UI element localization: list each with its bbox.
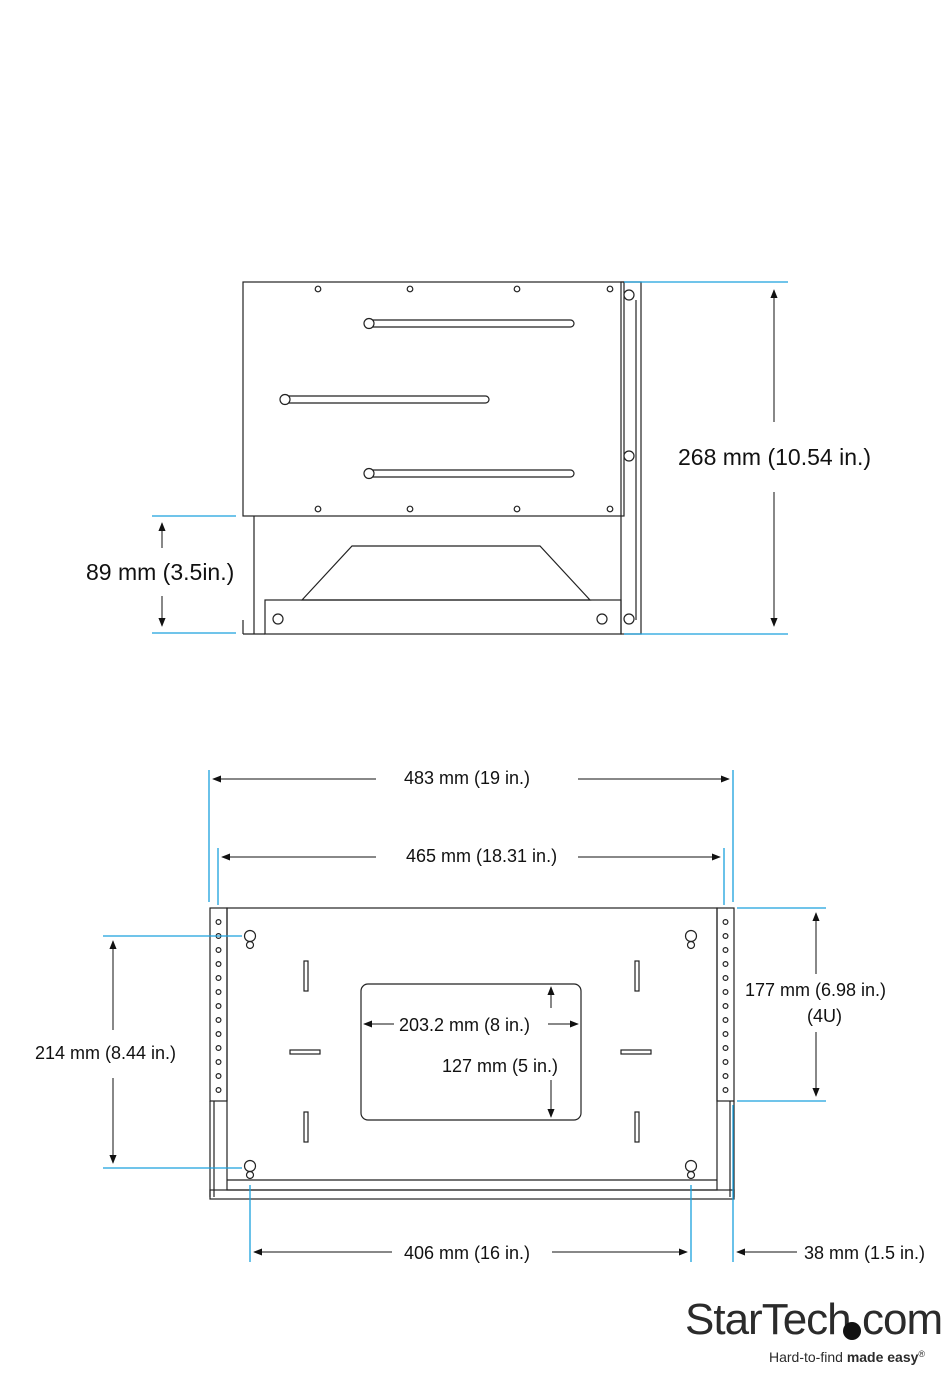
front-plate (227, 908, 717, 1190)
vent-slots (290, 961, 651, 1142)
logo-dot (843, 1322, 861, 1340)
svg-text:Hard-to-find made easy®: Hard-to-find made easy® (769, 1349, 925, 1365)
lower-bracket-base (265, 600, 621, 634)
side-panel (243, 282, 624, 516)
side-depth-dimension: 89 mm (3.5in.) (86, 559, 234, 585)
side-height-dimension: 268 mm (10.54 in.) (678, 444, 871, 470)
tagline-plain: Hard-to-find (769, 1349, 847, 1365)
tagline-bold: made easy (847, 1349, 919, 1365)
startech-logo: StarTech com Hard-to-find made easy® (685, 1295, 942, 1365)
logo-word-right: com (862, 1295, 942, 1344)
lower-bracket-web (302, 546, 590, 600)
bottom-hole-spacing-dimension: 406 mm (16 in.) (404, 1243, 530, 1263)
tagline-mark: ® (918, 1349, 925, 1359)
flange-depth-dimension: 38 mm (1.5 in.) (804, 1243, 925, 1263)
rack-units-label: (4U) (807, 1006, 842, 1026)
svg-text:com: com (862, 1295, 942, 1344)
logo-word-left: StarTech (685, 1295, 851, 1344)
center-cutout (361, 984, 581, 1120)
svg-text:StarTech: StarTech (685, 1295, 851, 1344)
bottom-lip (210, 1190, 734, 1199)
rail-screws (624, 290, 634, 624)
cutout-height-dimension: 127 mm (5 in.) (442, 1056, 558, 1076)
front-view (210, 908, 734, 1199)
panel-slots (280, 319, 574, 479)
side-view (243, 282, 641, 634)
vertical-hole-spacing-dimension: 214 mm (8.44 in.) (35, 1043, 176, 1063)
rack-height-dimension: 177 mm (6.98 in.) (745, 980, 886, 1000)
front-dimensions: 483 mm (19 in.) 465 mm (18.31 in.) 203.2… (35, 768, 925, 1263)
overall-width-dimension: 483 mm (19 in.) (404, 768, 530, 788)
inner-width-dimension: 465 mm (18.31 in.) (406, 846, 557, 866)
cutout-width-dimension: 203.2 mm (8 in.) (399, 1015, 530, 1035)
side-dimensions: 268 mm (10.54 in.) 89 mm (3.5in.) (86, 282, 871, 634)
